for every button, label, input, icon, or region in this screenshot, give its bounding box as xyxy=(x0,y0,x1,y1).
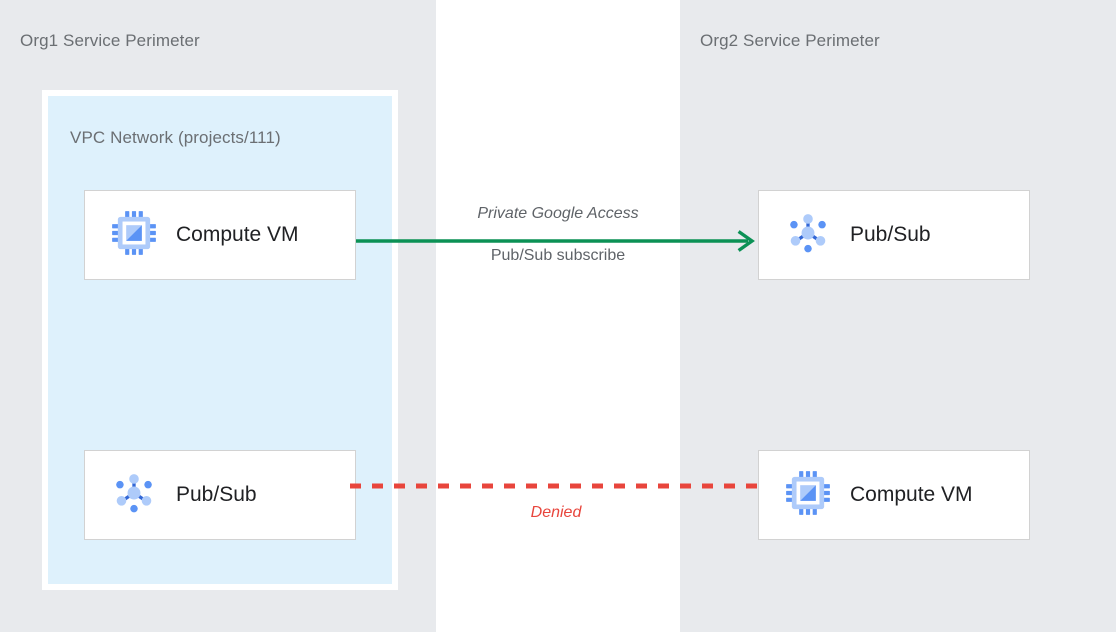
connector-allowed: Private Google Access Pub/Sub subscribe xyxy=(356,205,760,265)
perimeter-org1-title: Org1 Service Perimeter xyxy=(20,31,200,50)
resource-label-pubsub-dmz: Pub/Sub xyxy=(850,223,931,246)
compute-vm-icon xyxy=(109,208,159,263)
resource-label-compute-vm-org1: Compute VM xyxy=(176,223,299,246)
container-vpc-network-title: VPC Network (projects/111) xyxy=(70,128,281,147)
resource-card-pubsub-dmz[interactable]: Pub/Sub xyxy=(758,190,1030,280)
resource-card-pubsub-org1[interactable]: Pub/Sub xyxy=(84,450,356,540)
pubsub-icon xyxy=(783,208,833,263)
connector-denied-label: Denied xyxy=(530,504,582,521)
connector-allowed-label-above: Private Google Access xyxy=(477,205,639,222)
resource-label-pubsub-org1: Pub/Sub xyxy=(176,483,257,506)
pubsub-icon xyxy=(109,468,159,523)
resource-card-compute-vm-private[interactable]: Compute VM xyxy=(758,450,1030,540)
allowed-arrow-icon xyxy=(356,230,755,252)
resource-card-compute-vm-org1[interactable]: Compute VM xyxy=(84,190,356,280)
denied-dashed-line-icon xyxy=(350,483,762,489)
resource-label-compute-vm-private: Compute VM xyxy=(850,483,973,506)
connector-allowed-label-below: Pub/Sub subscribe xyxy=(490,247,626,264)
perimeter-org2-title: Org2 Service Perimeter xyxy=(700,31,880,50)
compute-vm-icon xyxy=(783,468,833,523)
connector-denied: Denied xyxy=(350,470,762,522)
